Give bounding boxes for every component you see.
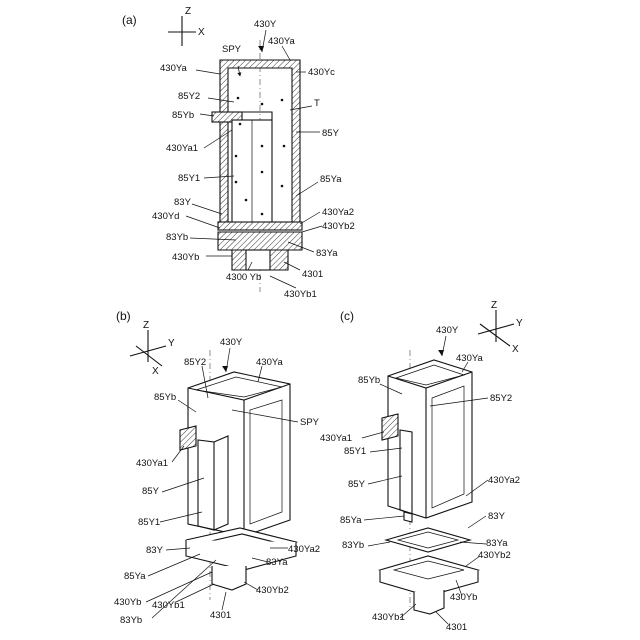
label-430Y: 430Y [436, 325, 459, 336]
label-4301: 4301 [210, 610, 231, 621]
label-430Yb2: 430Yb2 [478, 550, 511, 561]
label-430Ya-top: 430Ya [268, 36, 295, 47]
label-T: T [314, 98, 320, 109]
label-SPY: SPY [300, 417, 320, 428]
label-83Yb: 83Yb [120, 615, 142, 626]
outlet-4301 [414, 590, 444, 614]
label-430Yd: 430Yd [152, 211, 179, 222]
label-4300Yb: 4300 Yb [226, 272, 261, 283]
port-85Yb [382, 414, 398, 440]
label-83Yb: 83Yb [166, 232, 188, 243]
label-430Ya-left: 430Ya [160, 63, 187, 74]
label-83Ya: 83Ya [316, 248, 338, 259]
x-axis-label: X [152, 366, 159, 377]
label-430Yc: 430Yc [308, 67, 335, 78]
label-430Yb: 430Yb [114, 597, 141, 608]
outlet-85Ya [404, 512, 412, 522]
label-430Ya1: 430Ya1 [166, 143, 198, 154]
label-430Yb1: 430Yb1 [152, 600, 185, 611]
panel-a: (a) Z X [122, 6, 355, 300]
panel-c: (c) Z Y X [320, 300, 523, 633]
label-83Ya: 83Ya [486, 538, 508, 549]
arrow-430Y [222, 366, 228, 372]
label-4301: 4301 [302, 269, 323, 280]
label-83Y: 83Y [488, 511, 506, 522]
label-430Yb2: 430Yb2 [256, 585, 289, 596]
y-axis-label: Y [168, 338, 175, 349]
label-4301: 4301 [446, 622, 467, 633]
y-axis-label: Y [516, 318, 523, 329]
outlet-4301 [212, 566, 246, 590]
label-85Yb: 85Yb [154, 392, 176, 403]
label-SPY: SPY [222, 44, 242, 55]
label-85Ya: 85Ya [320, 174, 342, 185]
label-85Ya: 85Ya [340, 515, 362, 526]
panel-b-axes: Z Y X [130, 320, 175, 377]
label-85Ya: 85Ya [124, 571, 146, 582]
label-430Y: 430Y [220, 337, 243, 348]
panel-a-label: (a) [122, 13, 137, 27]
label-85Y: 85Y [348, 479, 366, 490]
label-430Yb1: 430Yb1 [284, 289, 317, 300]
label-430Y: 430Y [254, 19, 277, 30]
panel-c-label: (c) [340, 309, 354, 323]
label-85Yb: 85Yb [172, 110, 194, 121]
panel-b: (b) Z Y X [114, 309, 320, 626]
arrow-430Y [438, 350, 444, 356]
label-430Ya1: 430Ya1 [320, 433, 352, 444]
port-85Yb [180, 426, 196, 450]
label-85Y2: 85Y2 [184, 357, 206, 368]
panel-c-axes: Z Y X [478, 300, 523, 355]
label-85Y1: 85Y1 [344, 446, 366, 457]
label-85Y2: 85Y2 [178, 91, 200, 102]
label-430Yb2: 430Yb2 [322, 221, 355, 232]
x-axis-line [480, 324, 510, 346]
z-axis-label: Z [185, 6, 191, 17]
label-83Y: 83Y [174, 197, 192, 208]
label-430Yb1: 430Yb1 [372, 612, 405, 623]
label-85Y1: 85Y1 [138, 517, 160, 528]
label-83Yb: 83Yb [342, 540, 364, 551]
label-430Ya-top: 430Ya [456, 353, 483, 364]
label-85Y2: 85Y2 [490, 393, 512, 404]
z-axis-label: Z [143, 320, 149, 331]
label-85Y: 85Y [322, 128, 340, 139]
label-85Y: 85Y [142, 486, 160, 497]
x-axis-label: X [512, 344, 519, 355]
label-430Yb: 430Yb [172, 252, 199, 263]
label-430Yb: 430Yb [450, 592, 477, 603]
x-axis-line [136, 346, 162, 366]
label-430Ya: 430Ya [256, 357, 283, 368]
label-430Ya2: 430Ya2 [488, 475, 520, 486]
z-axis-label: Z [491, 300, 497, 311]
x-axis-label: X [198, 27, 205, 38]
label-83Ya: 83Ya [266, 557, 288, 568]
panel-a-axes: Z X [168, 6, 205, 46]
label-85Yb: 85Yb [358, 375, 380, 386]
plate-430Ya2 [218, 222, 302, 230]
label-430Ya2: 430Ya2 [288, 544, 320, 555]
label-430Ya1: 430Ya1 [136, 458, 168, 469]
arrow-430Y [258, 46, 264, 52]
label-85Y1: 85Y1 [178, 173, 200, 184]
panel-b-label: (b) [116, 309, 131, 323]
label-83Y: 83Y [146, 545, 164, 556]
label-430Ya2: 430Ya2 [322, 207, 354, 218]
